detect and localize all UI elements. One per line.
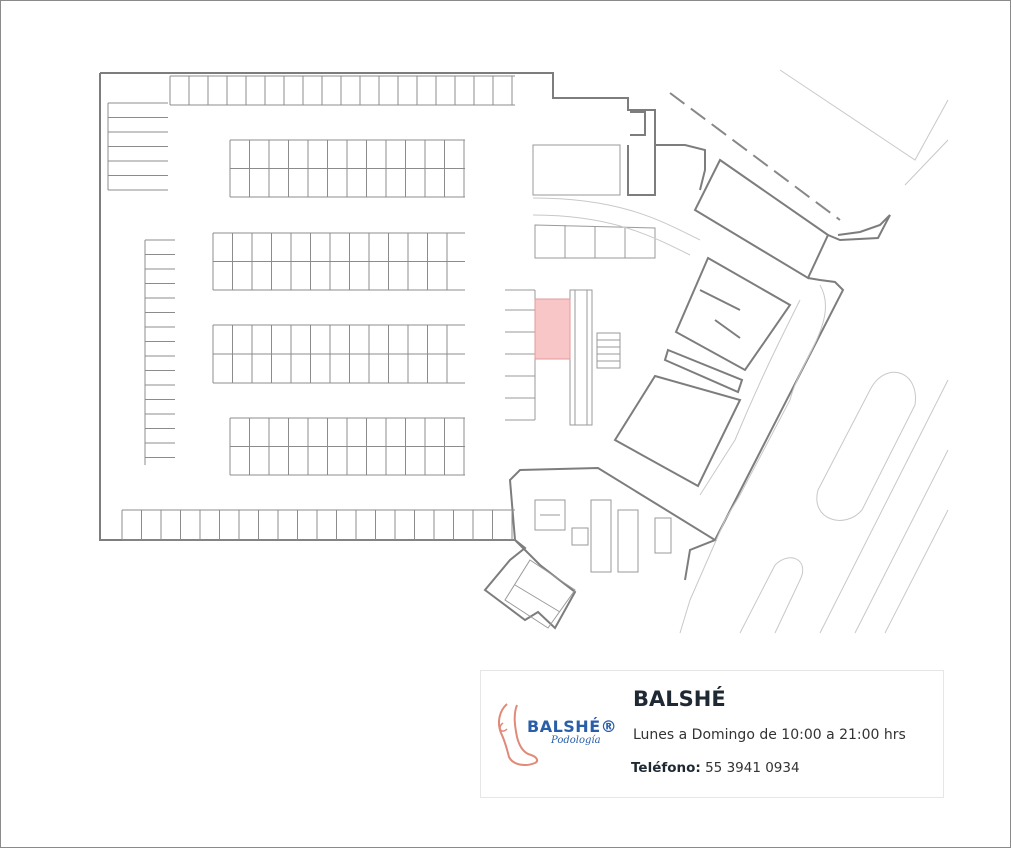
store-phone: Teléfono: 55 3941 0934 [631, 760, 800, 776]
building-walls [99, 72, 891, 630]
store-info-card: BALSHÉ® Podología BALSHÉ Lunes a Domingo… [480, 670, 944, 798]
logo-subtext: Podología [551, 735, 601, 746]
phone-number[interactable]: 55 3941 0934 [705, 760, 800, 776]
store-name: BALSHÉ [633, 687, 726, 711]
foot-icon [498, 703, 539, 766]
logo-wordmark: BALSHÉ® [527, 717, 618, 736]
exterior-roads [532, 69, 949, 634]
store-hours: Lunes a Domingo de 10:00 a 21:00 hrs [633, 727, 906, 743]
annex-rooms [504, 144, 672, 629]
store-highlight-balshe[interactable] [534, 298, 571, 360]
phone-label: Teléfono: [631, 760, 701, 776]
store-logo: BALSHÉ® Podología [495, 701, 617, 771]
parking-stalls [107, 75, 515, 541]
